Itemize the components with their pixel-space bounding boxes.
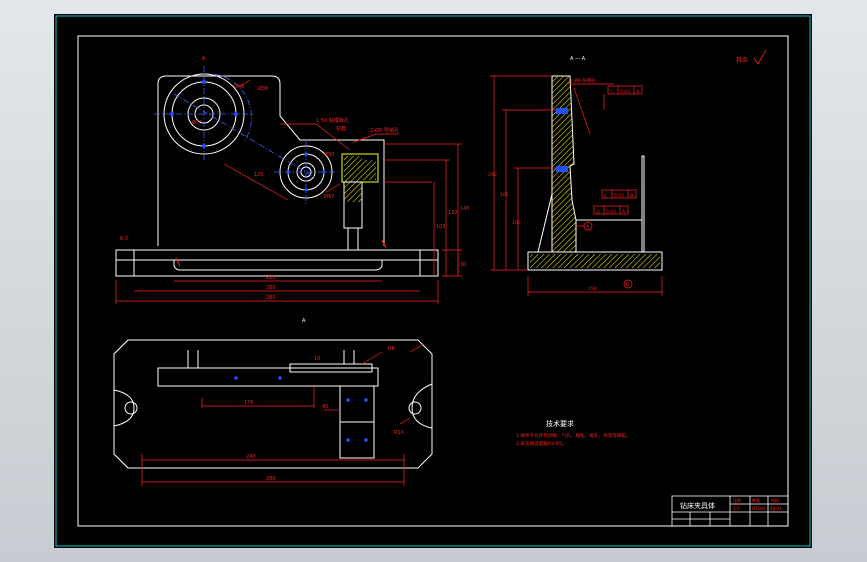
tol-3-value: 0.03 bbox=[606, 209, 616, 215]
dim-dia-36: Ø36 bbox=[258, 85, 268, 92]
tol-2-symbol: ∥ bbox=[604, 193, 606, 199]
tech-requirements: 技术要求 1.铸件不允许有砂眼、气孔、缩松、缩孔、夹渣等缺陷。 2.未注铸造圆角… bbox=[516, 419, 631, 447]
outer-border bbox=[55, 15, 811, 547]
tolerance-frames bbox=[583, 85, 643, 289]
front-bolt-holes bbox=[170, 80, 326, 192]
dim-height-105: 105 bbox=[436, 224, 446, 230]
title-block bbox=[671, 495, 789, 527]
dim-dia-48: Ø48 bbox=[234, 83, 244, 90]
dim-side-150: 150 bbox=[588, 286, 597, 292]
dim-dia-30: Ø30 bbox=[324, 151, 334, 158]
title-block-header-2: 数量 bbox=[752, 497, 760, 503]
dim-top-r10: R10 bbox=[394, 430, 404, 436]
dim-side-200: 200 bbox=[488, 172, 497, 178]
inner-border bbox=[77, 35, 789, 527]
dim-top-176: 176 bbox=[244, 400, 254, 406]
title-block-value-1: 1:1 bbox=[733, 506, 740, 511]
roughness-front: 6.3 bbox=[120, 236, 128, 242]
side-holes bbox=[556, 108, 568, 172]
dim-distance-120: 120 bbox=[254, 172, 264, 178]
cad-drawing[interactable]: 220 260 280 30 105 132 145 Ø48 Ø36 Ø30 Ø… bbox=[54, 14, 812, 548]
dim-top-r8: R8 bbox=[388, 346, 395, 352]
tol-3-ref: A bbox=[622, 209, 626, 215]
side-callout: 2-Ø8-导销孔 bbox=[570, 77, 597, 84]
callout-drill-plate: 1:50 钻模板孔 bbox=[316, 117, 349, 124]
tol-2-value: 0.03 bbox=[614, 193, 624, 199]
title-block-text: 钻床夹具体 比例 数量 材料 1:1 HT200 ZJJ-01 bbox=[680, 497, 782, 511]
dim-top-240: 240 bbox=[246, 454, 256, 460]
tech-requirement-1: 1.铸件不允许有砂眼、气孔、缩松、缩孔、夹渣等缺陷。 bbox=[516, 432, 631, 439]
callout-bushing: 钻套 bbox=[336, 125, 346, 132]
title-block-header-1: 比例 bbox=[733, 497, 741, 503]
dim-base-220: 220 bbox=[266, 275, 276, 281]
side-hatch-base bbox=[530, 254, 660, 268]
dim-dia-70: Ø70 bbox=[192, 119, 202, 126]
title-block-title: 钻床夹具体 bbox=[680, 501, 715, 510]
dim-height-145: 145 bbox=[460, 206, 470, 212]
title-block-value-2: HT200 bbox=[752, 506, 766, 511]
tol-1-symbol: ⊥ bbox=[610, 89, 614, 95]
roughness-note-text: 其余 bbox=[736, 56, 748, 64]
tol-1-value: 0.03 bbox=[620, 89, 630, 95]
dim-dia-37: Ø37 bbox=[324, 193, 334, 200]
top-holes bbox=[234, 376, 368, 442]
dim-base-260: 260 bbox=[266, 285, 276, 291]
title-block-value-3: ZJJ-01 bbox=[770, 506, 782, 511]
dim-height-132: 132 bbox=[448, 210, 458, 216]
front-dimension-text: 220 260 280 30 105 132 145 Ø48 Ø36 Ø30 Ø… bbox=[120, 83, 470, 301]
side-view[interactable] bbox=[527, 75, 663, 271]
section-label-top: A bbox=[202, 56, 206, 62]
tol-3-symbol: ◎ bbox=[596, 210, 600, 215]
dim-side-165: 165 bbox=[500, 192, 509, 198]
tol-1-ref: A bbox=[636, 89, 640, 95]
dim-side-100: 100 bbox=[512, 220, 521, 226]
section-label-bottom: A bbox=[302, 318, 306, 324]
tol-2-ref: B bbox=[630, 193, 633, 199]
dim-top-280: 280 bbox=[266, 476, 276, 482]
tech-requirement-2: 2.未注铸造圆角R3-R5。 bbox=[516, 440, 566, 447]
side-hatch bbox=[552, 76, 576, 252]
front-center-lines bbox=[154, 66, 338, 206]
dim-top-10: 10 bbox=[314, 356, 320, 362]
dim-top-45: 45 bbox=[322, 404, 328, 410]
top-view[interactable] bbox=[113, 339, 433, 469]
front-view[interactable] bbox=[115, 73, 439, 277]
roughness-note: 其余 bbox=[736, 49, 767, 65]
front-hatch-boss-2 bbox=[362, 160, 376, 180]
front-hatch-boss bbox=[344, 156, 362, 202]
callout-pin-holes: 2-Ø8-导销孔 bbox=[370, 127, 399, 134]
top-dimensions bbox=[141, 343, 425, 486]
top-dimension-text: 176 45 240 280 R8 R10 10 bbox=[244, 346, 404, 482]
tech-requirements-title: 技术要求 bbox=[546, 419, 574, 428]
drawing-sheet[interactable]: 220 260 280 30 105 132 145 Ø48 Ø36 Ø30 Ø… bbox=[54, 14, 812, 548]
title-block-header-3: 材料 bbox=[771, 497, 779, 503]
sectional-view-title: A — A bbox=[570, 56, 586, 62]
dim-base-280: 280 bbox=[266, 295, 276, 301]
front-dimensions bbox=[115, 79, 462, 304]
datum-b: B bbox=[626, 282, 629, 288]
dim-height-30: 30 bbox=[460, 262, 466, 268]
side-dimensions bbox=[490, 75, 663, 296]
datum-a: A bbox=[586, 224, 590, 230]
tolerance-text: ⊥ 0.03 A ∥ 0.03 B ◎ 0.03 A A B 200 165 1… bbox=[488, 77, 640, 292]
